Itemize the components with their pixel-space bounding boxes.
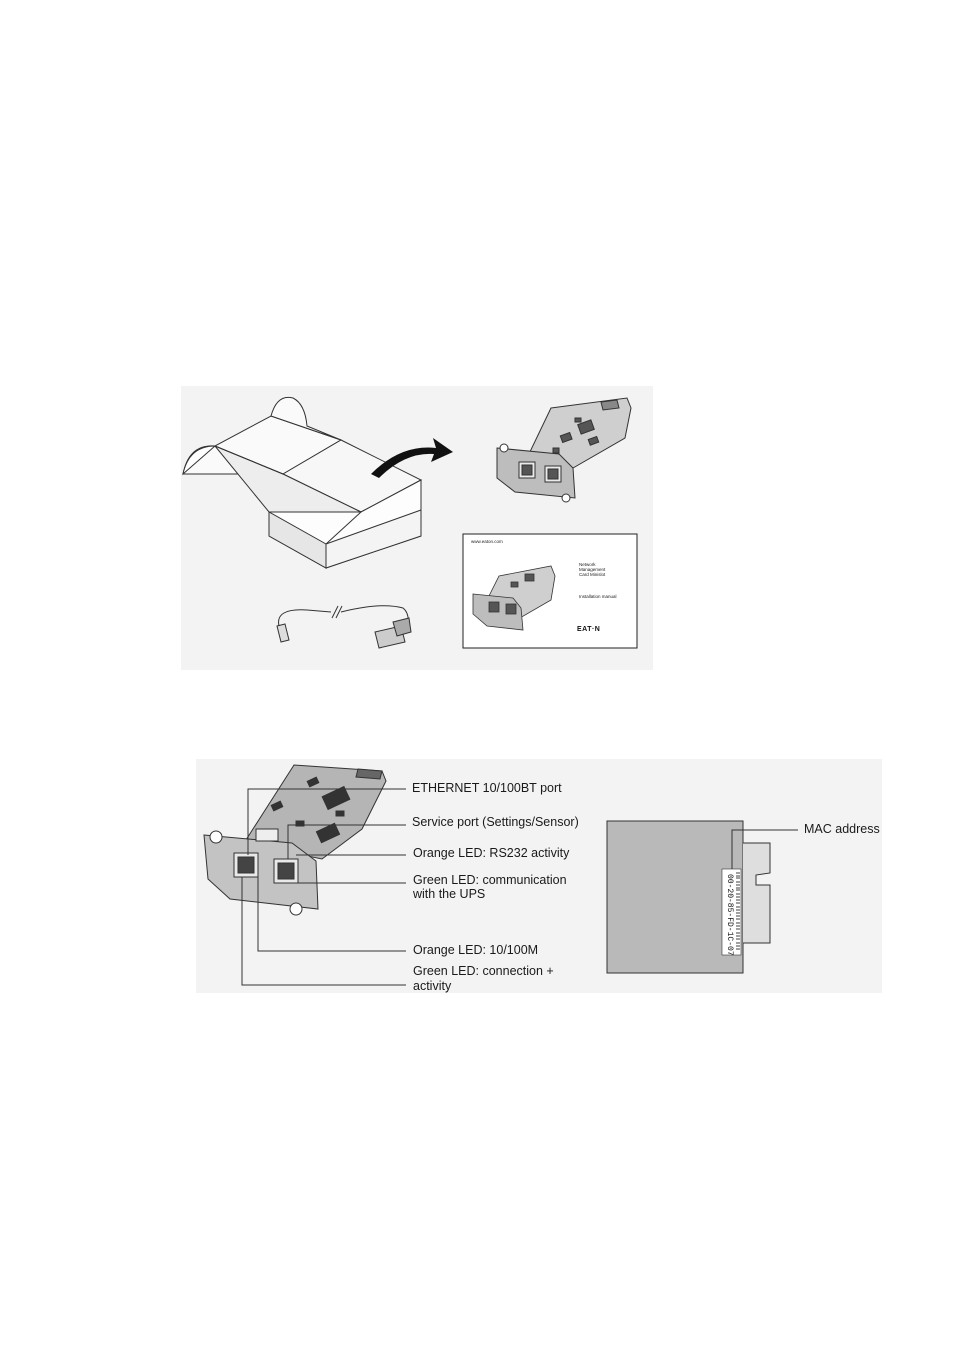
callout-orange-led-speed: Orange LED: 10/100M [413,943,538,958]
serial-cable-icon [277,606,411,648]
open-box-icon [183,397,421,568]
package-contents-figure: www.eaton.com Network Management Card Mi… [181,386,653,670]
callout-green-led-link-line-2: activity [413,979,451,994]
manual-url: www.eaton.com [471,539,503,544]
callout-mac-address: MAC address [804,822,880,837]
callout-orange-led-rs232: Orange LED: RS232 activity [413,846,569,861]
mac-address-value: 00-20-85-FD-1C-07 [725,874,734,956]
network-card-icon [497,398,631,502]
arrow-icon [371,438,453,478]
card-connectors-figure: ETHERNET 10/100BT port Service port (Set… [196,759,882,993]
network-card-closeup-icon [204,765,386,915]
callout-service-port: Service port (Settings/Sensor) [412,815,579,830]
eaton-logo: EAT·N [577,626,600,633]
callout-green-led-link-line-1: Green LED: connection + [413,964,554,979]
manual-subtitle: Installation manual [579,594,617,599]
callout-green-led-ups-line-1: Green LED: communication [413,873,567,888]
manual-title-line-3: Card Minislot [579,572,605,577]
callout-ethernet-port: ETHERNET 10/100BT port [412,781,562,796]
callout-green-led-ups-line-2: with the UPS [413,887,485,902]
